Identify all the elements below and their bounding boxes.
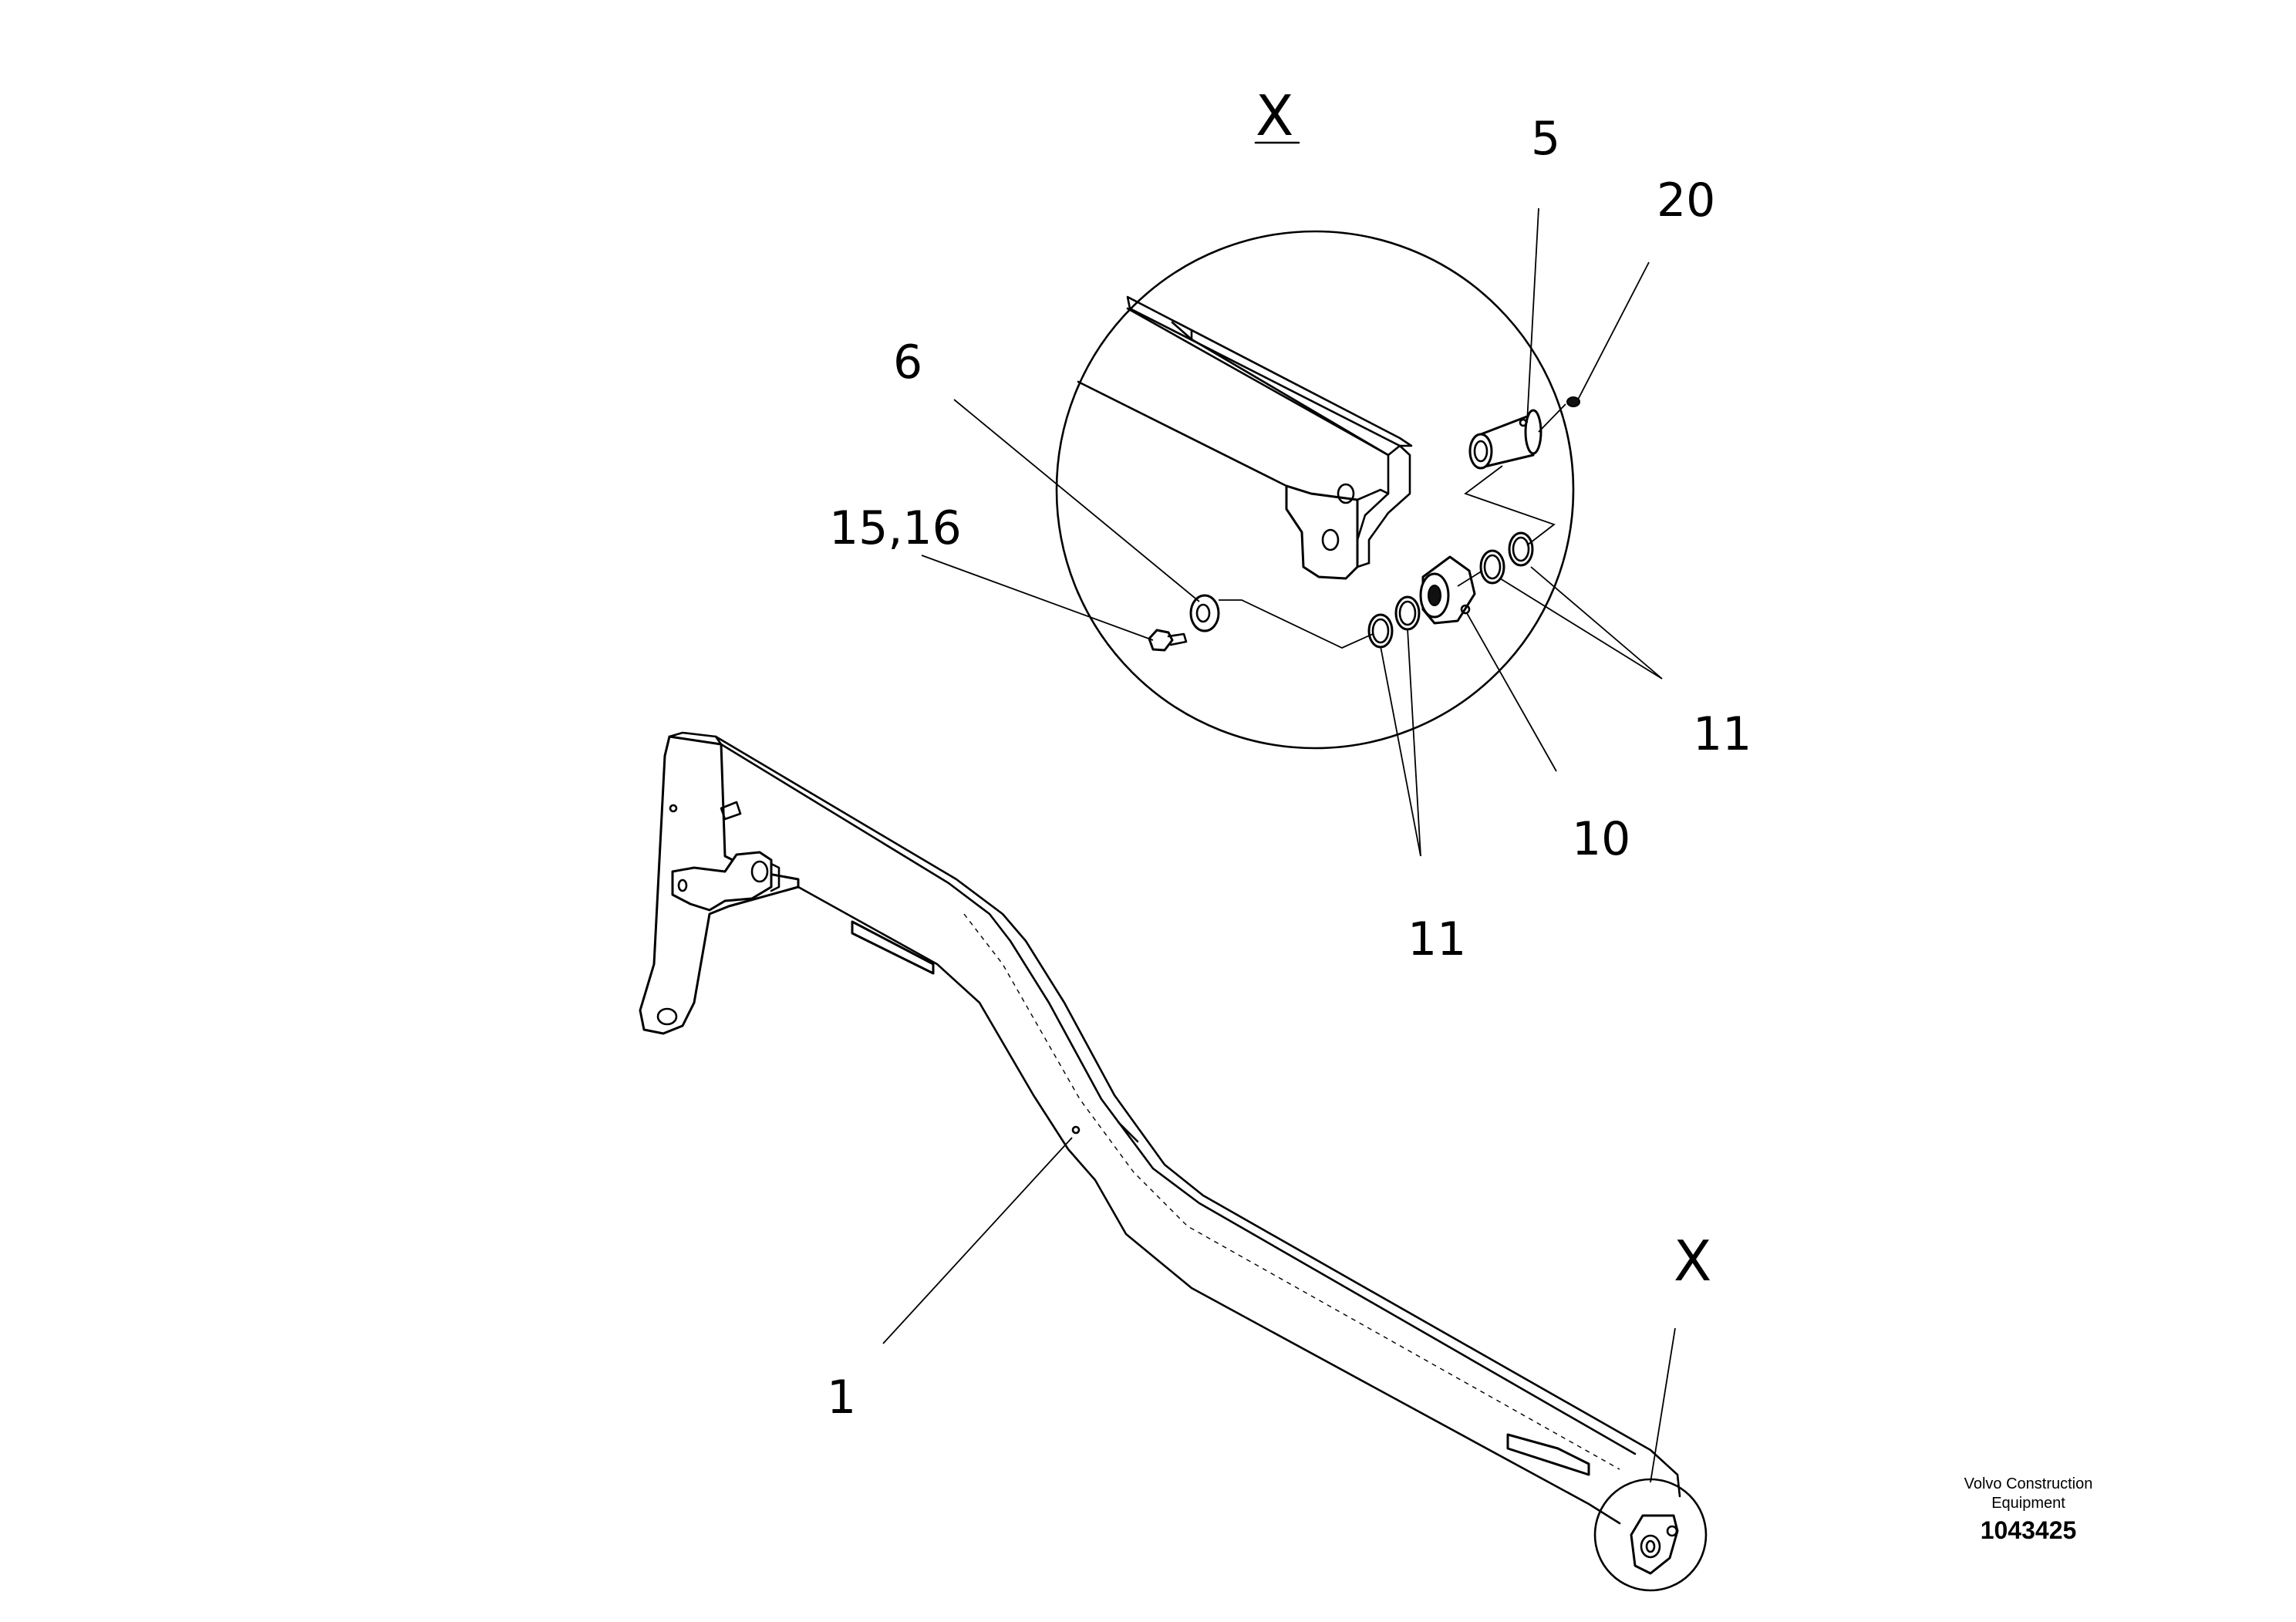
shims-part-11-left [1367, 595, 1421, 649]
drawing-number: 1043425 [1980, 1516, 2077, 1544]
callout-15-16: 15,16 [829, 501, 962, 555]
detail-view-label: X [1256, 83, 1293, 148]
boom-arm-part-1 [639, 731, 1681, 1575]
callout-5: 5 [1531, 112, 1560, 166]
washer-part-6 [1189, 594, 1220, 632]
bolt-part-15-16 [1148, 629, 1188, 652]
shims-part-11-right [1479, 531, 1534, 585]
callout-20: 20 [1657, 174, 1715, 228]
callout-11-right: 11 [1693, 707, 1752, 761]
detail-circle [1055, 230, 1575, 750]
callout-10: 10 [1572, 812, 1630, 866]
main-view-annotations: X 1 [827, 1137, 1711, 1592]
detail-view-x: X [829, 83, 1752, 966]
callout-11-bottom: 11 [1408, 912, 1466, 966]
assembly-axis [1219, 403, 1566, 649]
spacer-part-10 [1419, 555, 1476, 625]
main-view-label: X [1674, 1229, 1711, 1293]
callout-6: 6 [893, 336, 922, 389]
boom-tip-detail [1077, 295, 1413, 580]
callout-1: 1 [827, 1371, 856, 1425]
leader-lines-detail [921, 207, 1663, 857]
bushing-part-5 [1468, 409, 1542, 470]
grease-nipple-part-20 [1566, 396, 1580, 407]
company-name: Volvo Construction Equipment [1964, 1475, 2093, 1512]
